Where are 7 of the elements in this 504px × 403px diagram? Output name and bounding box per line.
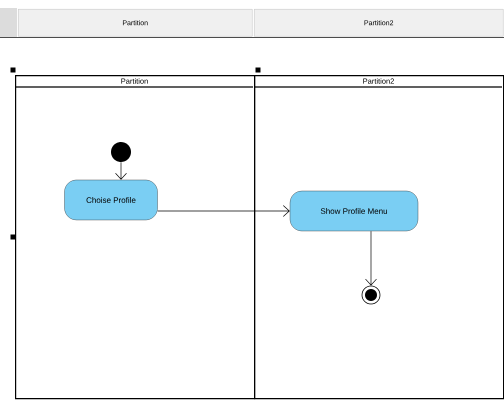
action-box: Choise Profile (64, 180, 158, 220)
action-box: Show Profile Menu (290, 190, 418, 232)
final-node (362, 286, 380, 304)
arrow (365, 230, 377, 286)
arrow (115, 162, 127, 180)
initial-node (111, 142, 131, 162)
arrow (157, 205, 290, 217)
